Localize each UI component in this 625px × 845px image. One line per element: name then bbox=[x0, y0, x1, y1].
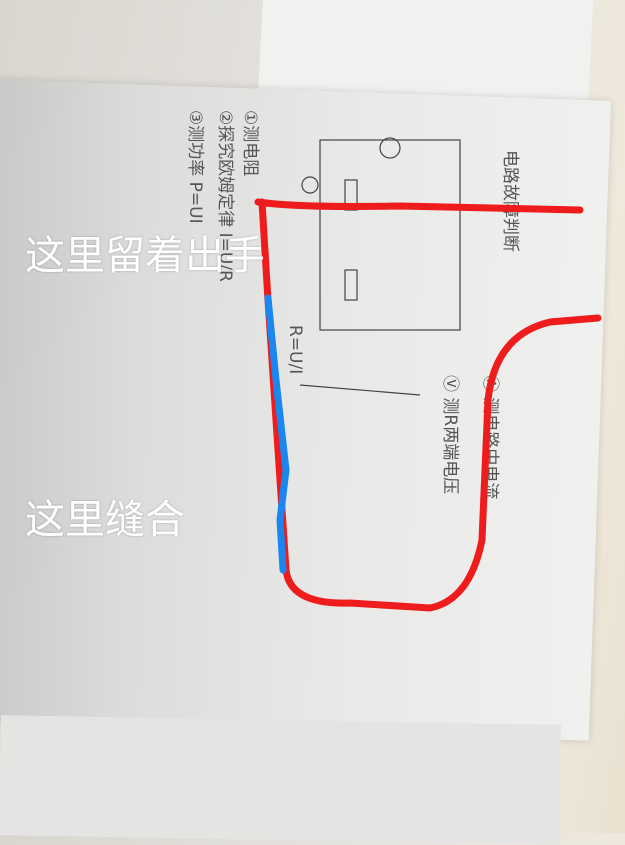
circuit-diagram bbox=[299, 137, 461, 396]
overlay-text-top: 这里留着出手 bbox=[25, 233, 265, 279]
overlay-text-bottom: 这里缝合 bbox=[25, 497, 185, 543]
red-stroke-top bbox=[254, 198, 584, 214]
blue-stroke bbox=[264, 294, 290, 574]
red-stroke-left bbox=[258, 198, 602, 612]
